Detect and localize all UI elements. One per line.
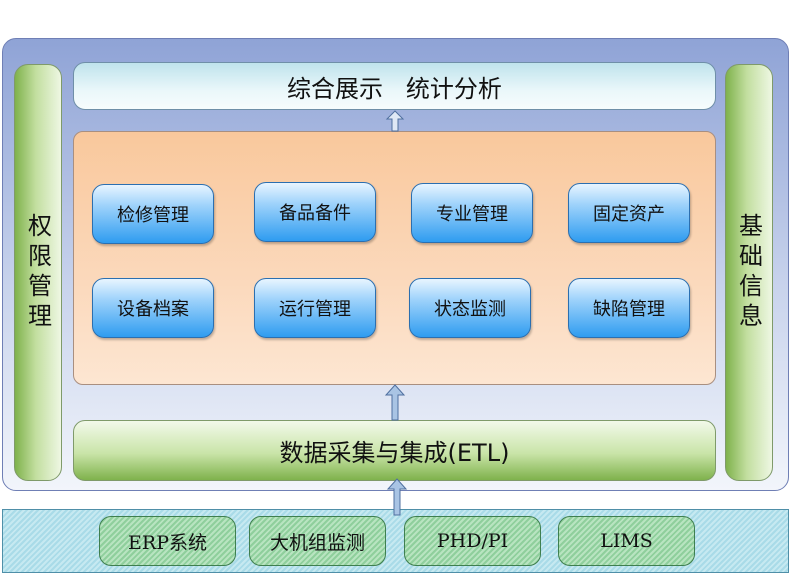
permission-management-label: 权限管理 <box>23 212 52 333</box>
module-box: 检修管理 <box>92 184 214 244</box>
source-box: LIMS <box>558 516 695 566</box>
module-box: 运行管理 <box>254 278 376 338</box>
display-statistics-label: 综合展示 统计分析 <box>287 74 502 103</box>
module-label: 运行管理 <box>279 299 351 320</box>
module-label: 固定资产 <box>593 204 665 225</box>
source-label: 大机组监测 <box>269 531 365 554</box>
source-label: ERP系统 <box>128 531 207 554</box>
module-label: 缺陷管理 <box>593 299 665 320</box>
module-box: 状态监测 <box>409 278 531 338</box>
permission-management-panel: 权限管理 <box>14 64 62 481</box>
etl-label: 数据采集与集成(ETL) <box>279 439 510 467</box>
module-box: 备品备件 <box>254 182 376 242</box>
source-label: PHD/PI <box>436 530 509 552</box>
business-modules-area <box>73 131 716 385</box>
etl-bar: 数据采集与集成(ETL) <box>73 420 716 481</box>
up-arrow-icon <box>384 384 406 421</box>
source-box: ERP系统 <box>99 516 236 566</box>
up-arrow-icon <box>386 478 408 516</box>
module-box: 设备档案 <box>92 278 214 338</box>
module-label: 设备档案 <box>117 299 189 320</box>
module-box: 缺陷管理 <box>568 278 690 338</box>
display-statistics-bar: 综合展示 统计分析 <box>73 62 716 110</box>
module-label: 备品备件 <box>279 203 351 224</box>
module-label: 专业管理 <box>436 204 508 225</box>
basic-info-label: 基础信息 <box>734 212 763 333</box>
source-box: 大机组监测 <box>249 516 386 566</box>
up-arrow-icon <box>385 110 405 132</box>
module-box: 专业管理 <box>411 183 533 243</box>
module-label: 状态监测 <box>434 299 506 320</box>
source-box: PHD/PI <box>404 516 541 566</box>
module-box: 固定资产 <box>568 183 690 243</box>
basic-info-panel: 基础信息 <box>725 64 773 481</box>
source-label: LIMS <box>600 530 653 552</box>
module-label: 检修管理 <box>117 205 189 226</box>
